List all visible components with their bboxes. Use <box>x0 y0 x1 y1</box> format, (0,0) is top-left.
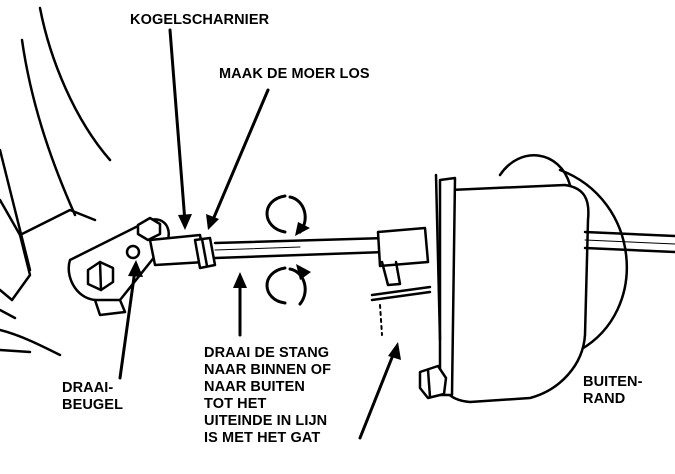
leader-arrows <box>118 28 397 440</box>
label-ball-joint: KOGELSCHARNIER <box>130 12 270 28</box>
label-outer-rim: BUITEN- RAND <box>583 374 643 407</box>
arrow-pivot-bracket <box>118 268 137 380</box>
arrow-ball-joint <box>168 28 187 224</box>
label-turn-rod: DRAAI DE STANG NAAR BINNEN OF NAAR BUITE… <box>204 345 332 446</box>
label-loosen-nut: MAAK DE MOER LOS <box>219 66 370 82</box>
rod-end <box>370 226 432 336</box>
label-pivot-bracket: DRAAI- BEUGEL <box>62 380 124 413</box>
rotation-arrows <box>265 194 311 306</box>
ball-joint-and-rod <box>148 233 387 270</box>
actuator-housing <box>418 154 675 404</box>
arrow-hole <box>358 348 397 440</box>
left-frame <box>0 6 112 357</box>
pivot-bracket <box>67 216 170 317</box>
arrow-loosen-nut <box>210 88 270 224</box>
